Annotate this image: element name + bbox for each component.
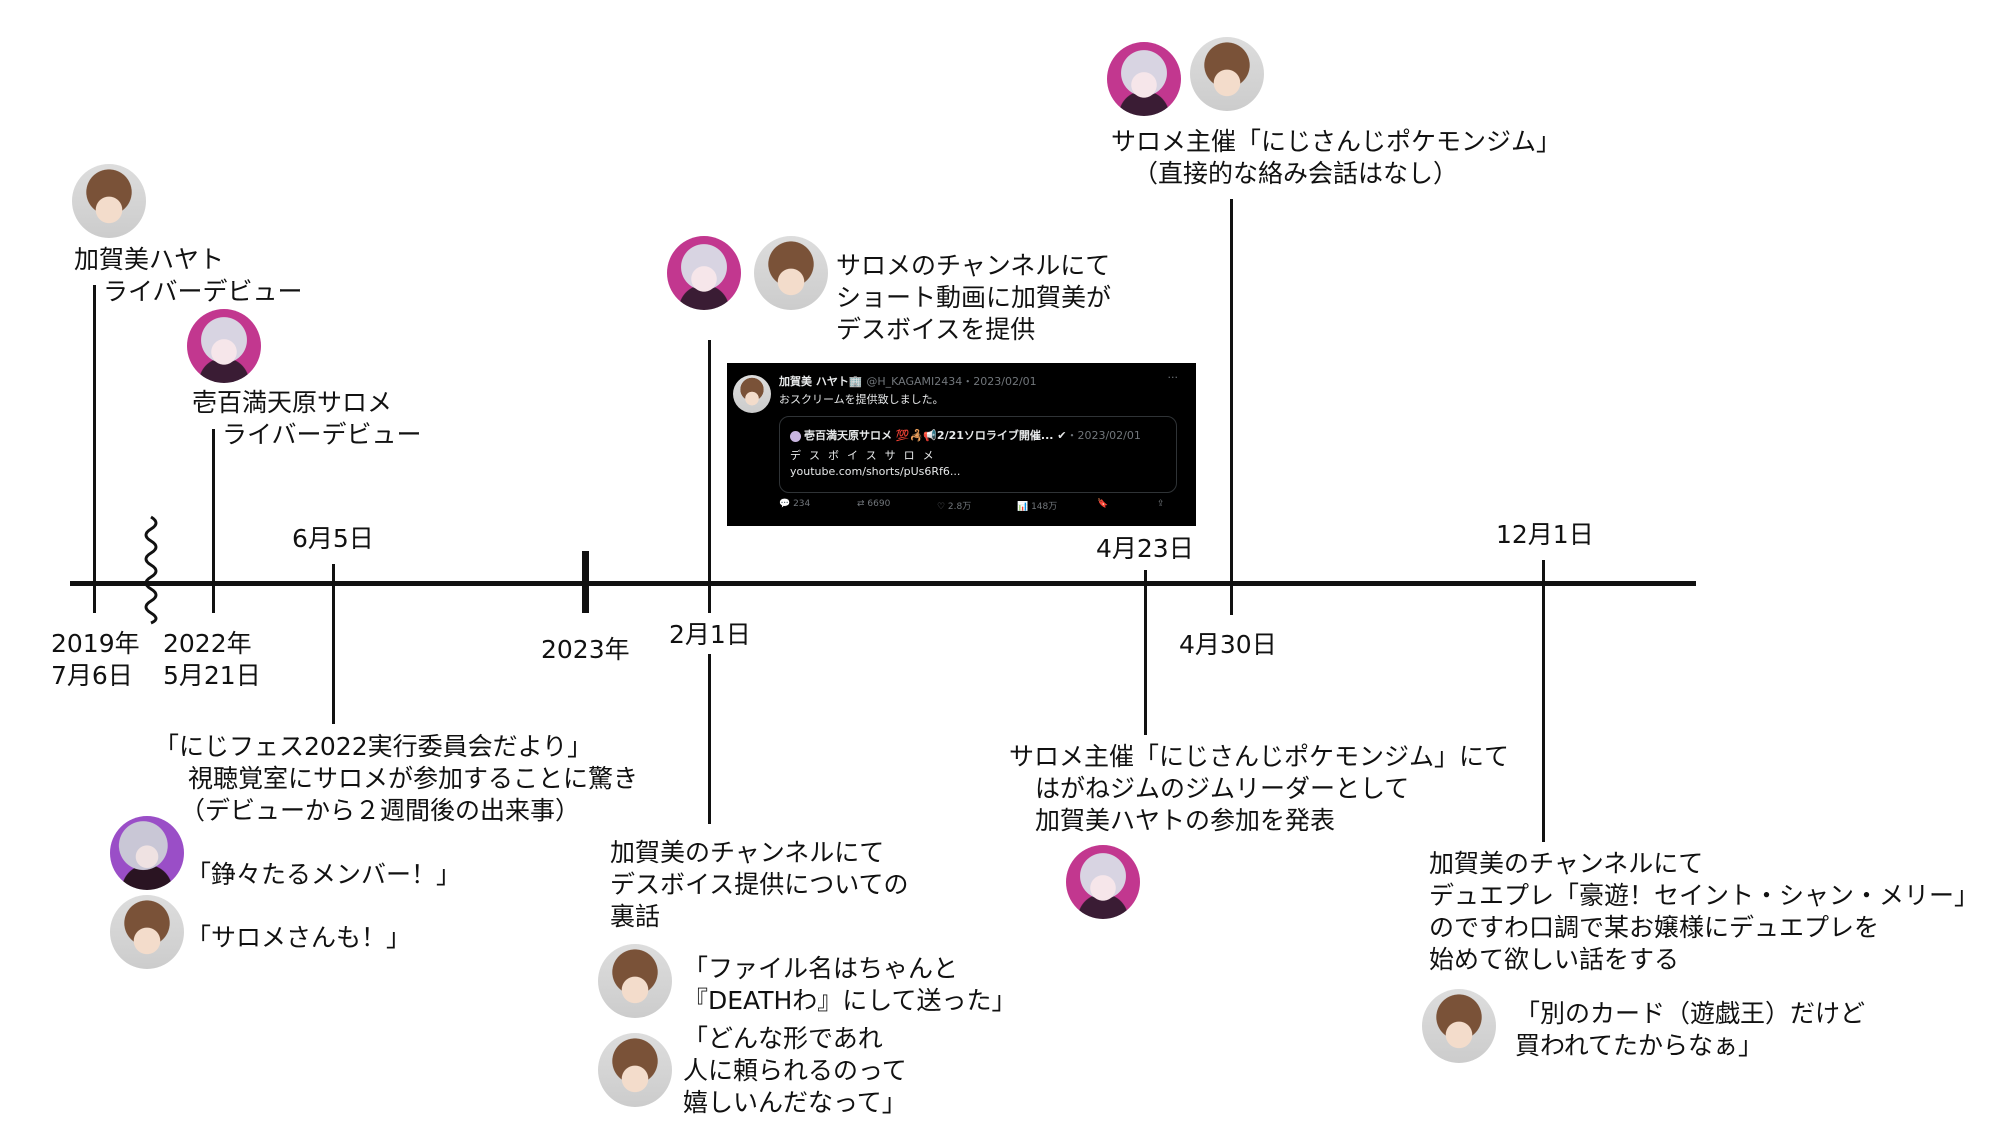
event-label: 壱百満天原サロメ	[192, 388, 393, 417]
event-label: 加賀美のチャンネルにて	[1429, 849, 1704, 878]
hayato-avatar	[598, 1033, 672, 1107]
event-label: 視聴覚室にサロメが参加することに驚き	[188, 764, 639, 793]
date-label: 6月5日	[292, 524, 374, 553]
quote: 「どんな形であれ	[683, 1024, 883, 1053]
date-label: 4月30日	[1179, 630, 1277, 659]
event-label: デスボイス提供についての	[610, 870, 909, 899]
timeline-axis	[70, 581, 1696, 586]
quoted-text: デスボイスサロメ	[790, 449, 942, 462]
hayato-avatar	[110, 895, 184, 969]
quote: 「別のカード（遊戯王）だけど	[1515, 999, 1866, 1028]
event-label: デスボイスを提供	[836, 315, 1036, 344]
event-label: 始めて欲しい話をする	[1429, 945, 1680, 974]
connector-feb1-top	[708, 340, 711, 613]
quote: 「サロメさんも！」	[186, 923, 412, 952]
reply-count: 💬 234	[779, 499, 811, 509]
event-label: のですわ口調で某お嬢様にデュエプレを	[1429, 913, 1880, 942]
quote: 『DEATHわ』にして送った」	[683, 986, 1017, 1015]
event-label: サロメのチャンネルにて	[836, 251, 1111, 280]
event-label: ショート動画に加賀美が	[836, 283, 1112, 312]
connector-2022	[212, 429, 215, 613]
year-label: 2023年	[541, 635, 630, 664]
date-label: 2019年	[51, 629, 140, 658]
hayato-avatar	[754, 236, 828, 310]
connector-june5	[332, 564, 335, 724]
hayato-avatar	[1190, 37, 1264, 111]
quote: 嬉しいんだなって」	[683, 1088, 907, 1117]
kuzuha-avatar	[110, 816, 184, 890]
event-label: サロメ主催「にじさんじポケモンジム」にて	[1009, 742, 1510, 771]
quoted-header: 壱百満天原サロメ 💯🦂📢2/21ソロライブ開催... ✔・2023/02/01	[790, 427, 1141, 443]
bookmark-icon: 🔖	[1097, 499, 1109, 509]
connector-2019	[93, 285, 96, 613]
event-label: デュエプレ「豪遊！セイント・シャン・メリー」	[1429, 881, 1980, 910]
event-label: はがねジムのジムリーダーとして	[1035, 774, 1410, 803]
quoted-author: 壱百満天原サロメ 💯🦂📢2/21ソロライブ開催... ✔	[804, 429, 1067, 442]
quote: 「錚々たるメンバー！」	[186, 860, 462, 889]
retweet-count: ⇄ 6690	[857, 499, 891, 509]
event-label: 裏話	[610, 902, 661, 931]
event-label: ライバーデビュー	[103, 277, 303, 306]
year-2023-tick	[582, 551, 589, 613]
quote: 「ファイル名はちゃんと	[683, 954, 959, 983]
event-label: 加賀美ハヤト	[74, 245, 225, 274]
event-label: ライバーデビュー	[222, 420, 422, 449]
hayato-avatar	[72, 164, 146, 238]
date-label: 2022年	[163, 629, 252, 658]
date-label: 7月6日	[51, 661, 133, 690]
like-count: ♡ 2.8万	[937, 502, 972, 512]
quoted-date: ・2023/02/01	[1066, 429, 1141, 442]
quote: 買われてたからなぁ」	[1515, 1031, 1764, 1060]
connector-dec1	[1542, 560, 1545, 842]
date-label: 5月21日	[163, 661, 261, 690]
tweet-text: おスクリームを提供致しました。	[779, 393, 944, 406]
event-label: 加賀美ハヤトの参加を発表	[1035, 806, 1336, 835]
event-label: （デビューから２週間後の出来事）	[180, 796, 581, 825]
tweet-header: 加賀美 ハヤト🏢 @H_KAGAMI2434・2023/02/01	[779, 373, 1037, 389]
quoted-tweet: 壱百満天原サロメ 💯🦂📢2/21ソロライブ開催... ✔・2023/02/01 …	[779, 416, 1177, 493]
tweet-avatar	[733, 375, 771, 413]
event-label: （直接的な絡み会話はなし）	[1133, 159, 1459, 188]
salome-avatar	[667, 236, 741, 310]
tweet-author: 加賀美 ハヤト🏢	[779, 375, 863, 388]
tweet-handle: @H_KAGAMI2434・2023/02/01	[866, 375, 1037, 388]
tweet-screenshot: 加賀美 ハヤト🏢 @H_KAGAMI2434・2023/02/01 ··· おス…	[727, 363, 1196, 526]
salome-avatar	[1107, 42, 1181, 116]
event-label: 「にじフェス2022実行委員会だより」	[154, 732, 593, 761]
date-label: 2月1日	[669, 620, 751, 649]
quoted-avatar	[790, 430, 801, 442]
salome-avatar	[187, 309, 261, 383]
event-label: サロメ主催「にじさんじポケモンジム」	[1111, 127, 1562, 156]
connector-apr30	[1230, 199, 1233, 615]
event-label: 加賀美のチャンネルにて	[610, 838, 885, 867]
more-icon: ···	[1167, 371, 1179, 384]
date-label: 12月1日	[1496, 520, 1594, 549]
hayato-avatar	[1422, 989, 1496, 1063]
view-count: 📊 148万	[1017, 502, 1058, 512]
quoted-link: youtube.com/shorts/pUs6Rf6...	[790, 465, 961, 478]
connector-apr23	[1144, 570, 1147, 735]
hayato-avatar	[598, 944, 672, 1018]
quote: 人に頼られるのって	[683, 1056, 907, 1085]
salome-avatar	[1066, 845, 1140, 919]
timeline-break-squiggle	[144, 515, 158, 625]
date-label: 4月23日	[1096, 534, 1194, 563]
connector-feb1-bottom	[708, 654, 711, 824]
share-icon: ⇪	[1157, 499, 1165, 509]
